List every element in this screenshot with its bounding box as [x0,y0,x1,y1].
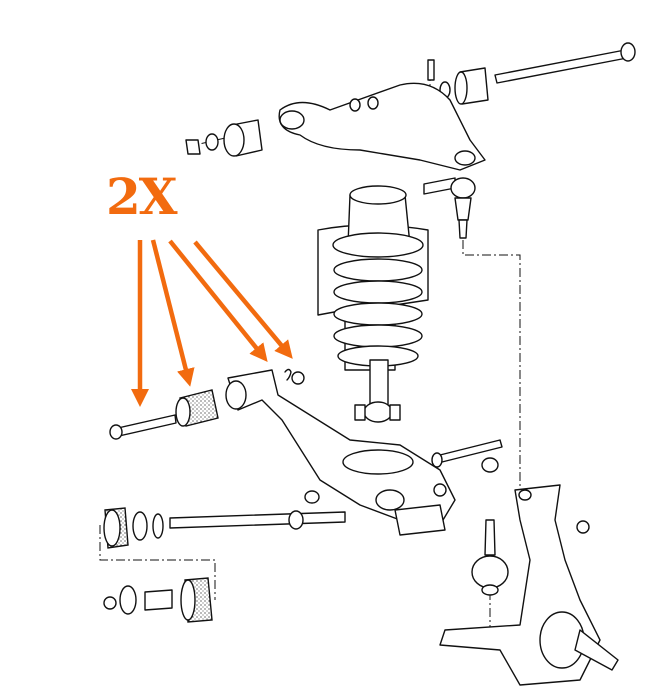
arrow-to-nut [193,240,293,359]
quantity-callout-label: 2X [106,167,178,226]
arrow-to-bushing [150,239,195,387]
lower-arm-front-bushing-kit [109,368,305,440]
lower-hardware [103,439,503,623]
upper-ball-joint [450,177,476,239]
arrow-to-arm-eye [168,239,268,363]
steering-knuckle [439,484,619,686]
upper-strut-rod [439,42,636,105]
upper-control-arm [278,59,486,195]
lower-control-arm [225,369,456,536]
lower-ball-joint [471,519,509,596]
coil-spring-shock [317,185,429,423]
upper-arm-bushing [185,119,263,157]
